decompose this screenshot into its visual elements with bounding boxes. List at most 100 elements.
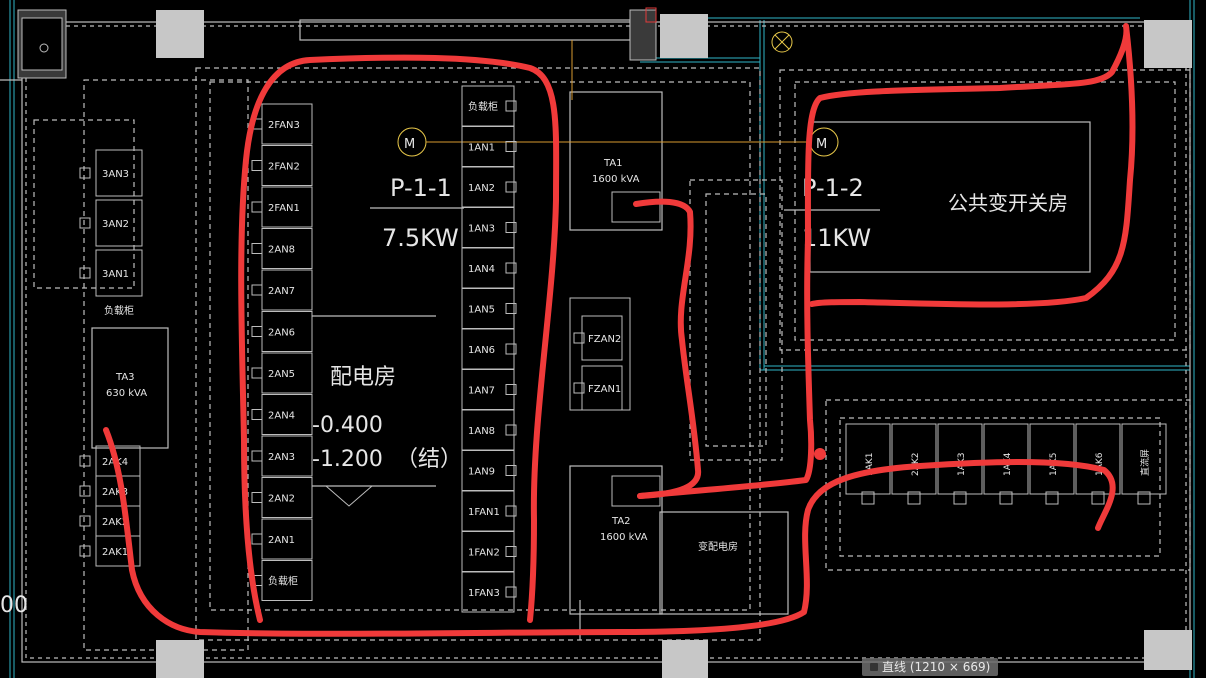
fan-power-2: 11KW <box>802 224 871 252</box>
transformer-ta3-name: TA3 <box>115 372 135 383</box>
panel-label: 1AN3 <box>468 224 495 235</box>
panel-label: 1AN7 <box>468 386 495 397</box>
panel-terminal <box>251 284 263 296</box>
panel-terminal <box>505 262 517 274</box>
panel-label: 2AK1 <box>102 547 128 558</box>
room-label-small: 变配电房 <box>698 540 738 553</box>
panel-label: 1AN1 <box>468 143 495 154</box>
panel-label: 2FAN1 <box>268 203 300 214</box>
panel-terminal <box>505 384 517 395</box>
panel-terminal <box>79 217 91 229</box>
panel-cell <box>581 315 623 361</box>
panel-label: 负载柜 <box>268 575 298 588</box>
panel-terminal <box>251 201 263 213</box>
panel-terminal <box>251 450 263 462</box>
panel-terminal <box>79 485 91 497</box>
panel-cell <box>95 149 143 197</box>
panel-cell <box>461 571 515 613</box>
panel-label: 2AN4 <box>268 411 295 422</box>
panel-terminal <box>505 303 517 314</box>
panel-label: 负载柜 <box>468 100 498 113</box>
panel-cell <box>937 423 983 495</box>
panel-terminal <box>573 332 585 344</box>
panel-label: 2AN1 <box>268 535 295 546</box>
switchgear-panels: 2FAN32FAN22FAN12AN82AN72AN62AN52AN42AN32… <box>79 85 1167 613</box>
panel-terminal <box>251 243 263 254</box>
panel-terminal <box>505 141 517 152</box>
panel-label: FZAN1 <box>588 384 621 395</box>
panel-label: 3AN1 <box>102 269 129 280</box>
panel-terminal <box>505 100 517 112</box>
panel-label: 直流屏 <box>1139 449 1151 476</box>
room-elev-suffix: （结） <box>396 447 462 472</box>
panel-label: 1AN2 <box>468 183 495 194</box>
transformer-ta3-cap: 630 kVA <box>106 388 147 399</box>
panel-label: 1FAN1 <box>468 507 500 518</box>
status-tooltip-text: 直线 (1210 × 669) <box>882 660 991 674</box>
panel-label: 1AK6 <box>1095 452 1105 476</box>
panel-label: FZAN2 <box>588 334 621 345</box>
fan-code-2: P-1-2 <box>802 174 864 202</box>
panel-cell <box>1121 423 1167 495</box>
transformer-boxes <box>569 191 661 507</box>
panel-cell <box>95 535 141 567</box>
panel-label: 1FAN3 <box>468 588 500 599</box>
panel-label: 2AN3 <box>268 452 295 463</box>
panel-label: 1AN6 <box>468 345 495 356</box>
panel-terminal <box>1091 491 1105 505</box>
room-elev-b: -1.200 <box>312 447 383 472</box>
panel-label: 3AN3 <box>102 169 129 180</box>
panel-label: 1AN4 <box>468 264 495 275</box>
svg-text:M: M <box>404 137 415 152</box>
transformer-ta2-name: TA2 <box>611 516 631 527</box>
panel-label: 3AN2 <box>102 219 129 230</box>
fan-symbols: M M <box>397 31 839 157</box>
panel-cell <box>1075 423 1121 495</box>
panel-cell <box>845 423 891 495</box>
panel-terminal <box>999 491 1013 505</box>
panel-cell <box>95 249 143 297</box>
panel-label: 2FAN3 <box>268 120 300 131</box>
panel-terminal <box>79 515 91 527</box>
panel-terminal <box>79 545 91 557</box>
panel-label: 2AN8 <box>268 245 295 256</box>
panel-terminal <box>573 382 585 394</box>
panel-label: 1AN8 <box>468 426 495 437</box>
panel-label: 1AK1 <box>865 452 875 476</box>
transformer-ta1-name: TA1 <box>603 158 623 169</box>
panel-terminal <box>79 267 91 279</box>
panel-terminal <box>505 222 517 233</box>
panel-terminal <box>251 533 263 545</box>
edge-number: 00 <box>0 593 28 618</box>
panel-label: 2AK3 <box>102 487 128 498</box>
transformer-ta1-cap: 1600 kVA <box>592 174 640 185</box>
panel-label: 2AN5 <box>268 369 295 380</box>
panel-terminal <box>251 492 263 503</box>
panel-label: 2AK2 <box>102 517 128 528</box>
drawing-labels: P-1-1 7.5KW P-1-2 11KW 配电房 -0.400 -1.200… <box>0 158 1068 618</box>
panel-label: 2AN6 <box>268 328 295 339</box>
status-tooltip: 直线 (1210 × 669) <box>862 658 999 676</box>
panel-terminal <box>79 455 91 467</box>
svg-text:M: M <box>816 137 827 152</box>
panel-cell <box>95 199 143 247</box>
panel-terminal <box>79 167 91 179</box>
room-label-right: 公共变开关房 <box>948 191 1068 215</box>
panel-terminal <box>251 409 263 420</box>
panel-terminal <box>1137 491 1151 505</box>
panel-terminal <box>953 491 967 505</box>
panel-terminal <box>1045 491 1059 505</box>
panel-cell <box>983 423 1029 495</box>
panel-terminal <box>505 343 517 355</box>
panel-label: 2FAN2 <box>268 162 300 173</box>
fan-power-1: 7.5KW <box>382 224 459 252</box>
panel-terminal <box>505 465 517 476</box>
panel-terminal <box>505 181 517 193</box>
left-box-label: 负载柜 <box>104 304 134 317</box>
stair-block <box>17 7 657 79</box>
panel-label: 2AN2 <box>268 494 295 505</box>
panel-cell <box>1029 423 1075 495</box>
panel-label: 1FAN2 <box>468 548 500 559</box>
